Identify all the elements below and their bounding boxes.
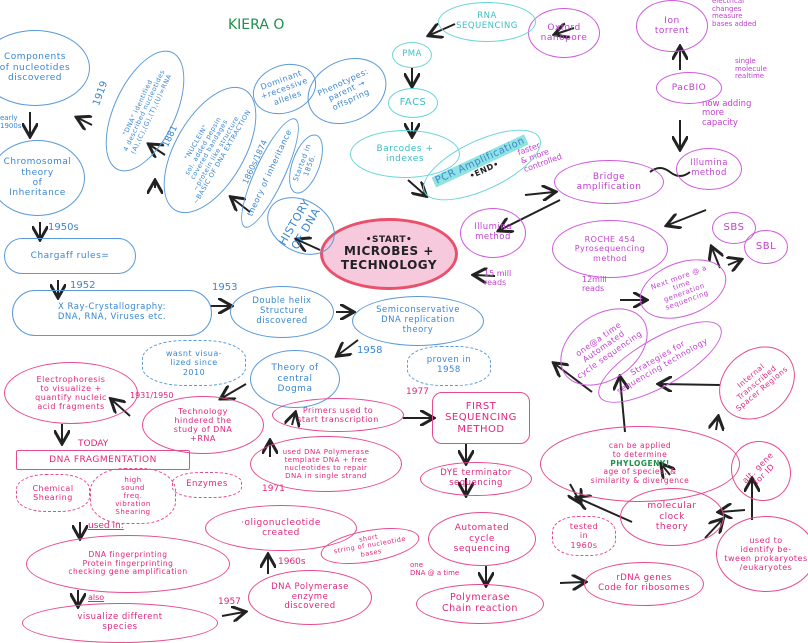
- alt-gene-node[interactable]: alt. gene for ID: [718, 428, 804, 514]
- rdna-genes-node[interactable]: rDNA genes Code for ribosomes: [584, 562, 704, 606]
- used-polymerase-node[interactable]: used DNA Polymerase template DNA + free …: [250, 436, 402, 492]
- year-1953: 1953: [212, 282, 238, 293]
- visualize-species-node[interactable]: visualize different species: [22, 603, 218, 643]
- reads-15-mill-label: 15 mill reads: [484, 269, 512, 287]
- fingerprinting-node[interactable]: DNA fingerprinting Protein fingerprintin…: [26, 535, 230, 593]
- one-dna-at-a-time-label: one DNA @ a time: [410, 561, 460, 577]
- phylogeny-note: can be applied to determine: [608, 441, 672, 460]
- primers-node[interactable]: Primers used to start transcription: [272, 398, 404, 432]
- pcr-node[interactable]: Polymerase Chain reaction: [416, 584, 544, 624]
- automated-cycle-node[interactable]: Automated cycle sequencing: [428, 512, 536, 566]
- components-node[interactable]: Components of nucleotides discovered: [0, 30, 90, 106]
- year-1957: 1957: [218, 597, 241, 607]
- rna-sequencing-node[interactable]: RNA SEQUENCING: [438, 2, 536, 42]
- early-1900s-label: early 1900s: [0, 114, 22, 130]
- first-sequencing-node[interactable]: FIRST SEQUENCING METHOD: [432, 392, 530, 444]
- chromosomal-theory-node[interactable]: Chromosomal theory of Inheritance: [0, 140, 85, 216]
- phylogeny-word: PHYLOGENY!: [610, 458, 670, 468]
- year-1960s: 1960s: [278, 557, 306, 567]
- reads-12-mill-label: 12mill reads: [582, 275, 607, 293]
- oxford-nanopore-node[interactable]: Oxford nanopore: [528, 8, 600, 58]
- year-1952: 1952: [70, 280, 96, 291]
- proven-1958-cloud[interactable]: proven in 1958: [407, 346, 491, 386]
- electrical-changes-label: electrical changes measure bases added: [712, 0, 757, 29]
- year-1971: 1971: [262, 484, 285, 494]
- used-in-label: used in:: [88, 521, 124, 531]
- barcodes-indexes-node[interactable]: Barcodes + indexes: [350, 130, 460, 178]
- year-1977: 1977: [406, 387, 429, 397]
- start-label: •START•: [365, 235, 413, 246]
- pacbio-node[interactable]: PacBIO: [656, 72, 722, 104]
- author-name: KIERA O: [228, 17, 285, 33]
- sbl-node[interactable]: SBL: [744, 230, 788, 264]
- also-label: also: [88, 593, 105, 602]
- dna-fragmentation-node[interactable]: DNA FRAGMENTATION: [16, 450, 190, 470]
- technology-hindered-node[interactable]: Technology hindered the study of DNA +RN…: [142, 396, 264, 454]
- dye-terminator-node[interactable]: DYE terminator sequencing: [420, 462, 532, 496]
- chargaff-rules-node[interactable]: Chargaff rules=: [4, 238, 136, 274]
- single-molecule-label: single molecule realtime: [735, 57, 767, 81]
- phylogeny-rest: age of species, & similarity & divergenc…: [590, 467, 690, 485]
- its-node[interactable]: Internal Transcribed Spacer Regions: [704, 331, 808, 435]
- central-title: MICROBES + TECHNOLOGY: [340, 244, 438, 273]
- now-adding-label: now adding more capacity: [702, 99, 752, 128]
- sbs-node[interactable]: SBS: [712, 212, 756, 244]
- roche-454-node[interactable]: ROCHE 454 Pyrosequencing method: [552, 220, 668, 278]
- year-1950s: 1950s: [48, 222, 79, 233]
- pma-node[interactable]: PMA: [392, 42, 432, 68]
- wasnt-visualized-cloud[interactable]: wasnt visua- lized since 2010: [142, 340, 246, 386]
- tested-1960s-cloud[interactable]: tested in 1960s: [552, 516, 616, 556]
- used-to-identify-node[interactable]: used to identify be- tween prokaryotes /…: [716, 516, 808, 592]
- illumina-left-node[interactable]: Illumina method: [460, 208, 526, 258]
- semiconservative-node[interactable]: Semiconservative DNA replication theory: [352, 296, 484, 346]
- electrophoresis-node[interactable]: Electrophoresis to visualize + quantify …: [4, 362, 138, 424]
- ion-torrent-node[interactable]: Ion torrent: [636, 0, 708, 52]
- facs-node[interactable]: FACS: [388, 88, 438, 118]
- double-helix-node[interactable]: Double helix Structure discovered: [230, 286, 334, 338]
- year-1919: 1919: [91, 79, 111, 108]
- phenotypes-node[interactable]: Phenotypes: parent → offspring: [296, 45, 398, 137]
- chemical-shearing-cloud[interactable]: Chemical Shearing: [16, 474, 90, 512]
- year-1931-1950: 1931/1950: [130, 391, 174, 400]
- year-1958: 1958: [357, 345, 383, 356]
- polymerase-discovered-node[interactable]: DNA Polymerase enzyme discovered: [248, 570, 372, 625]
- sound-shearing-cloud[interactable]: high sound freq. vibration Shearing: [90, 468, 176, 524]
- xray-crystallography-node[interactable]: X Ray-Crystallography: DNA, RNA, Viruses…: [12, 290, 212, 336]
- phylogeny-node[interactable]: can be applied to determine PHYLOGENY! a…: [540, 426, 740, 502]
- oligonucleotide-node[interactable]: ·oligonucleotide created: [205, 505, 357, 551]
- enzymes-cloud[interactable]: Enzymes: [172, 472, 242, 498]
- today-label: TODAY: [78, 439, 109, 449]
- bridge-amplification-node[interactable]: Bridge amplification: [554, 160, 664, 204]
- illumina-right-node[interactable]: Illumina method: [676, 148, 742, 190]
- central-topic[interactable]: •START• MICROBES + TECHNOLOGY: [320, 218, 458, 290]
